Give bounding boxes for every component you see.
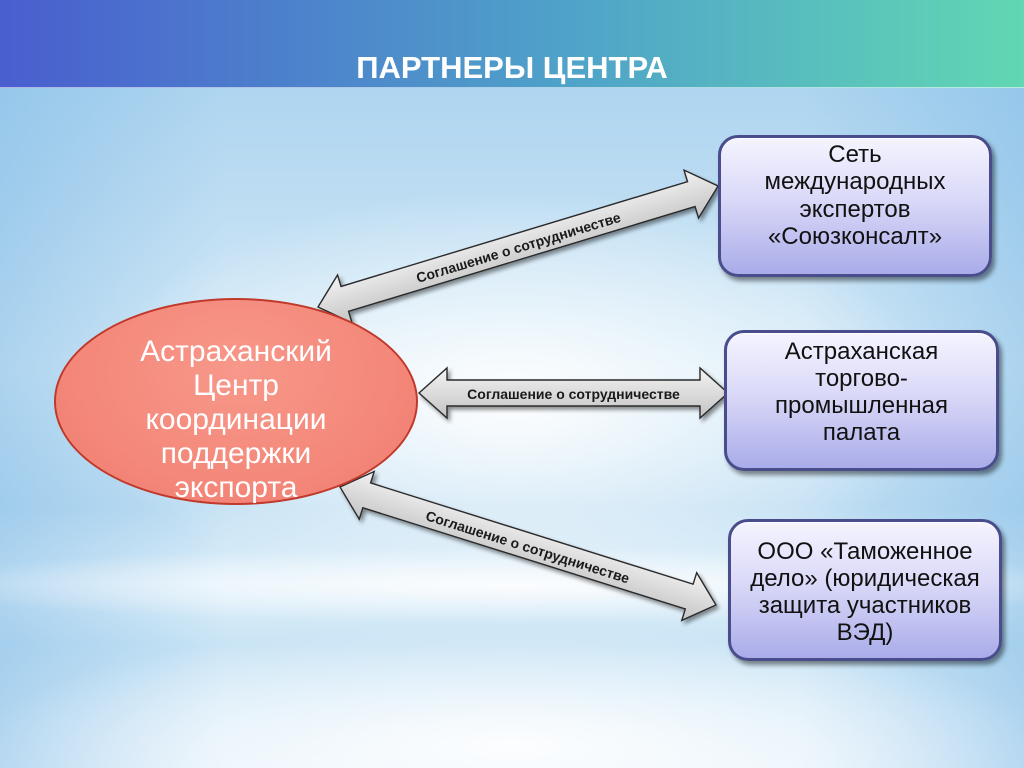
partner-name-line: «Союзконсалт» bbox=[767, 222, 943, 250]
partner-name-line: торгово- bbox=[815, 364, 908, 392]
partner-name-line: экспертов bbox=[799, 195, 911, 223]
center-name-line: экспорта bbox=[174, 471, 298, 504]
partner-name-line: дело» (юридическая bbox=[750, 564, 980, 592]
partner-box-expert-network: Сеть международных экспертов «Союзконсал… bbox=[718, 135, 992, 277]
center-name-line: поддержки bbox=[160, 437, 312, 470]
partner-name-line: ВЭД) bbox=[836, 619, 894, 647]
partner-box-customs-company: ООО «Таможенное дело» (юридическая защит… bbox=[728, 519, 1002, 661]
slide-title: ПАРТНЕРЫ ЦЕНТРА bbox=[356, 50, 668, 85]
partner-name-line: промышленная bbox=[775, 392, 948, 420]
agreement-label: Соглашение о сотрудничестве bbox=[414, 209, 622, 286]
partner-name-line: защита участников bbox=[758, 592, 972, 620]
header-band: ПАРТНЕРЫ ЦЕНТРА bbox=[0, 0, 1024, 88]
agreement-arrow-partner-2: Соглашение о сотрудничестве bbox=[417, 366, 730, 420]
partner-name-line: Сеть bbox=[828, 141, 882, 168]
center-organization-name: Астраханский Центр координации поддержки… bbox=[56, 335, 416, 505]
partner-name-line: международных bbox=[764, 168, 946, 196]
center-name-line: координации bbox=[145, 403, 327, 436]
agreement-label: Соглашение о сотрудничестве bbox=[424, 507, 632, 586]
center-organization-ellipse: Астраханский Центр координации поддержки… bbox=[54, 298, 418, 505]
partner-name-line: Астраханская bbox=[784, 337, 939, 365]
partner-name-line: ООО «Таможенное bbox=[757, 537, 973, 565]
center-name-line: Астраханский bbox=[140, 335, 332, 368]
agreement-arrow-partner-1: Соглашение о сотрудничестве bbox=[316, 168, 720, 325]
partner-name-line: палата bbox=[822, 419, 901, 447]
double-arrow-shape bbox=[338, 470, 717, 622]
agreement-label: Соглашение о сотрудничестве bbox=[467, 386, 680, 402]
partner-box-chamber-of-commerce: Астраханская торгово- промышленная палат… bbox=[724, 330, 999, 471]
center-name-line: Центр bbox=[193, 369, 279, 402]
